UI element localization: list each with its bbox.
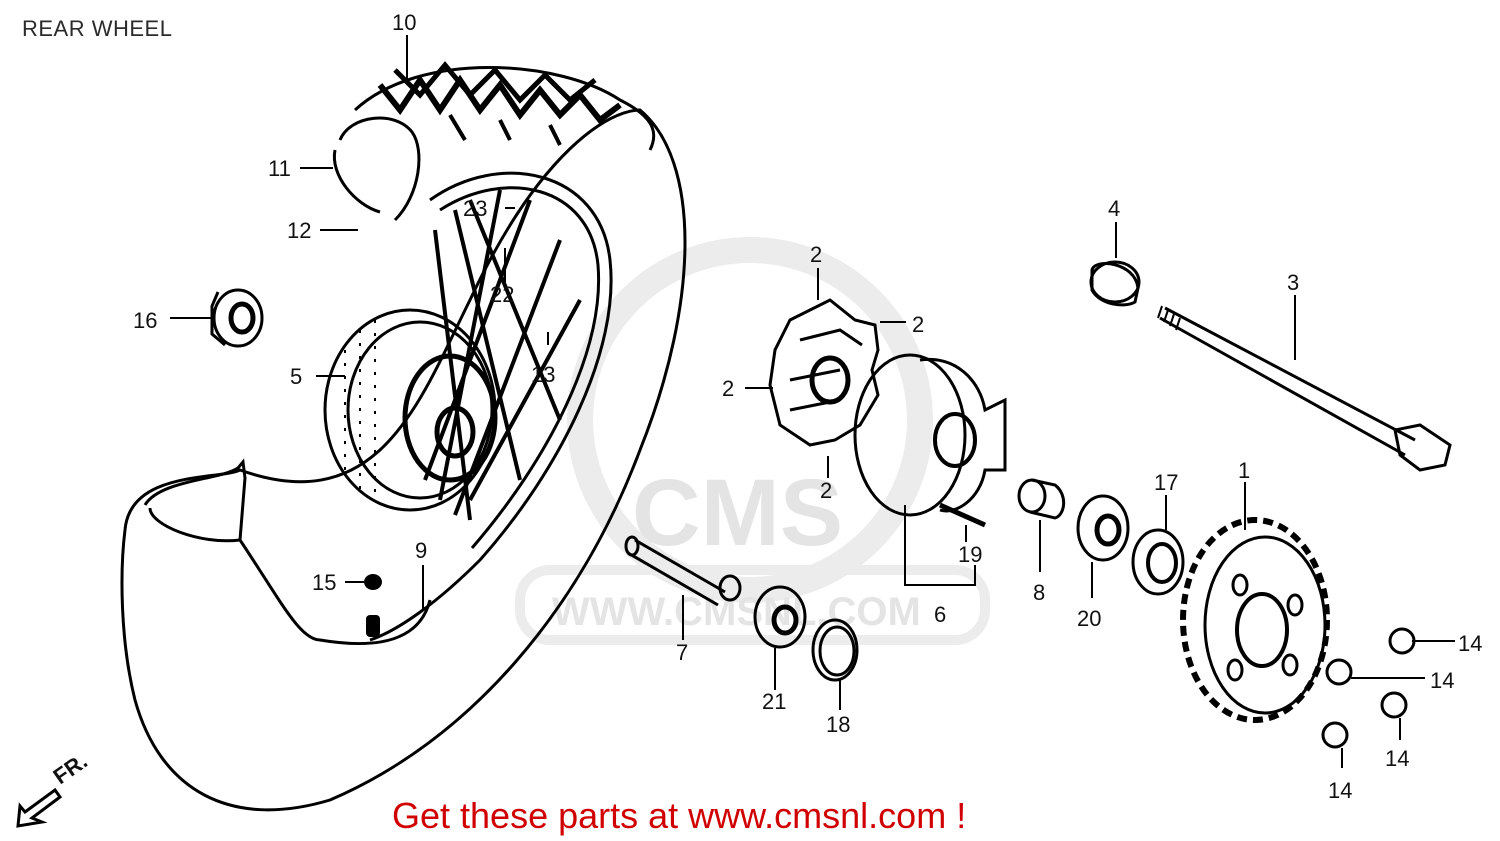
rim-tape [332, 116, 421, 222]
callout-2c: 2 [722, 376, 734, 401]
callout-5: 5 [290, 364, 302, 389]
callout-2a: 2 [810, 242, 822, 267]
callout-14d: 14 [1328, 778, 1352, 803]
collar-8 [1017, 478, 1066, 520]
bearing-20 [1076, 494, 1130, 562]
front-label: FR. [49, 748, 92, 789]
callout-19: 19 [958, 542, 982, 567]
footer-link[interactable]: Get these parts at www.cmsnl.com ! [392, 795, 967, 836]
valve-cap [364, 574, 382, 637]
front-arrow-icon: FR. [16, 748, 92, 828]
tire [120, 61, 687, 812]
watermark-logo: CMS [632, 460, 843, 566]
callout-14b: 14 [1430, 668, 1454, 693]
callout-labels: 10 11 12 23 22 16 5 13 15 9 2 2 2 2 4 3 … [133, 10, 1482, 803]
callout-4: 4 [1108, 196, 1120, 221]
callout-17: 17 [1154, 470, 1178, 495]
callout-18: 18 [826, 712, 850, 737]
callout-3: 3 [1287, 270, 1299, 295]
watermark: CMS WWW.CMSNL.COM [515, 237, 990, 645]
callout-20: 20 [1077, 606, 1101, 631]
callout-16: 16 [133, 308, 157, 333]
callout-1: 1 [1238, 458, 1250, 483]
callout-6: 6 [934, 602, 946, 627]
callout-14c: 14 [1385, 746, 1409, 771]
sprocket [1180, 517, 1330, 723]
oil-seal-17 [1131, 528, 1185, 596]
callout-23: 23 [463, 196, 487, 221]
callout-21: 21 [762, 689, 786, 714]
callout-11: 11 [268, 156, 291, 181]
callout-9: 9 [415, 538, 427, 563]
hub-dampers [768, 298, 880, 447]
callout-12: 12 [287, 218, 311, 243]
circlip-18 [811, 618, 859, 682]
bearing-16 [210, 288, 264, 348]
callout-7: 7 [676, 640, 688, 665]
driven-flange [853, 353, 1007, 586]
callout-8: 8 [1033, 580, 1045, 605]
page-title: REAR WHEEL [22, 16, 173, 41]
callout-13: 13 [531, 362, 555, 387]
callout-2d: 2 [820, 478, 832, 503]
callout-15: 15 [312, 570, 336, 595]
leader-lines [170, 35, 1455, 768]
callout-22: 22 [490, 282, 514, 307]
callout-2b: 2 [912, 312, 924, 337]
axle [1157, 305, 1452, 472]
collar-4 [1089, 260, 1141, 307]
bearing-21 [753, 585, 807, 649]
rim-band [143, 458, 432, 646]
hub-disc [323, 308, 498, 512]
callout-14a: 14 [1458, 631, 1482, 656]
distance-collar [624, 535, 742, 607]
callout-10: 10 [392, 10, 416, 35]
